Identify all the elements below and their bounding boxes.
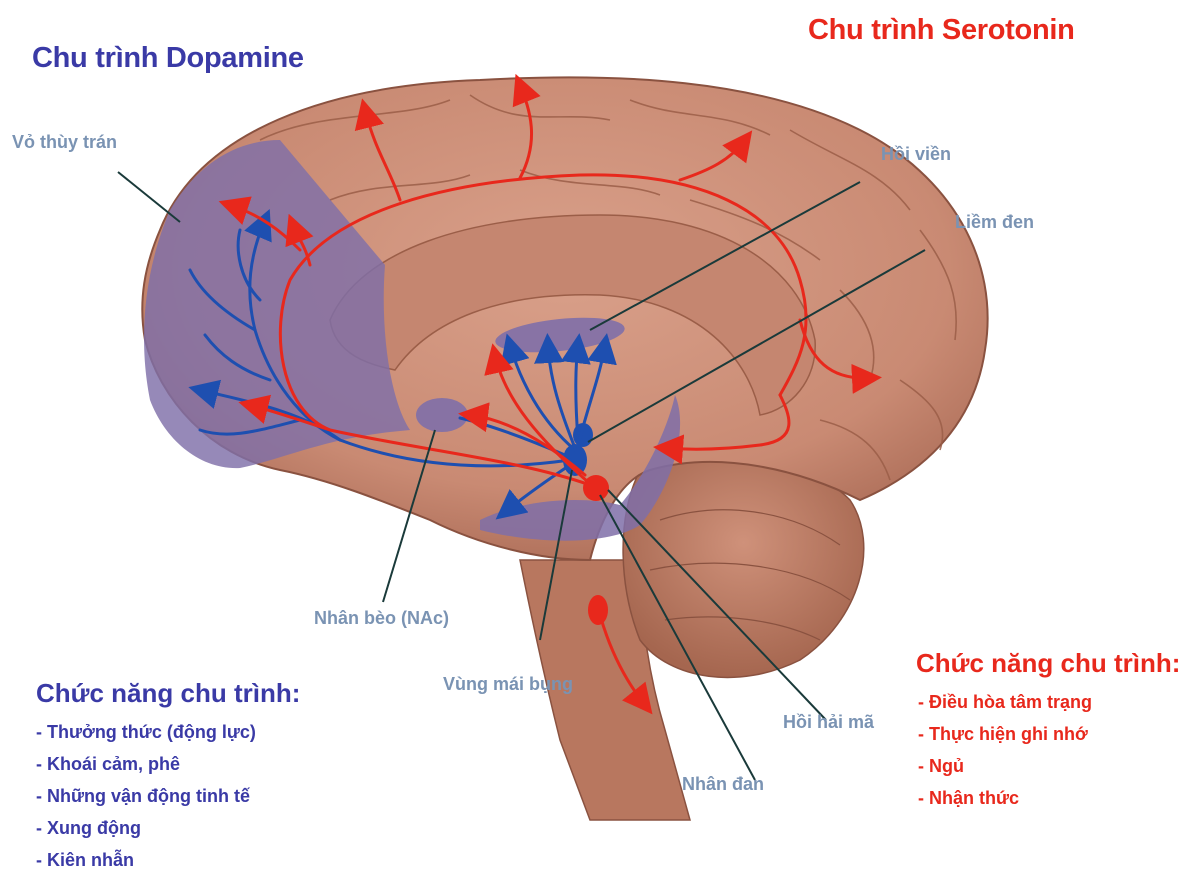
- label-limbic-gyrus: Hồi viền: [881, 144, 951, 165]
- serotonin-function-item: - Nhận thức: [918, 782, 1092, 814]
- label-frontal-cortex: Vỏ thùy trán: [12, 132, 117, 153]
- label-nucleus-accumbens: Nhân bèo (NAc): [314, 608, 449, 629]
- dopamine-function-item: - Kiên nhẫn: [36, 844, 256, 876]
- lower-raphe-nucleus: [588, 595, 608, 625]
- serotonin-functions-heading: Chức năng chu trình:: [916, 648, 1180, 679]
- label-raphe-nucleus: Nhân đan: [682, 774, 764, 795]
- dopamine-function-item: - Xung động: [36, 812, 256, 844]
- serotonin-title: Chu trình Serotonin: [808, 14, 1075, 47]
- dopamine-title: Chu trình Dopamine: [32, 42, 304, 75]
- dopamine-functions-list: - Thưởng thức (động lực) - Khoái cảm, ph…: [36, 716, 256, 876]
- label-substantia-nigra: Liềm đen: [955, 212, 1034, 233]
- dopamine-functions-heading: Chức năng chu trình:: [36, 678, 300, 709]
- dopamine-function-item: - Khoái cảm, phê: [36, 748, 256, 780]
- raphe-nucleus: [583, 475, 609, 501]
- nac-region: [416, 398, 468, 432]
- serotonin-function-item: - Thực hiện ghi nhớ: [918, 718, 1092, 750]
- dopamine-function-item: - Thưởng thức (động lực): [36, 716, 256, 748]
- serotonin-function-item: - Ngủ: [918, 750, 1092, 782]
- label-hippocampus: Hồi hải mã: [783, 712, 874, 733]
- serotonin-functions-list: - Điều hòa tâm trạng - Thực hiện ghi nhớ…: [918, 686, 1092, 814]
- dopamine-function-item: - Những vận động tinh tế: [36, 780, 256, 812]
- serotonin-function-item: - Điều hòa tâm trạng: [918, 686, 1092, 718]
- label-ventral-tegmental: Vùng mái bụng: [443, 674, 573, 695]
